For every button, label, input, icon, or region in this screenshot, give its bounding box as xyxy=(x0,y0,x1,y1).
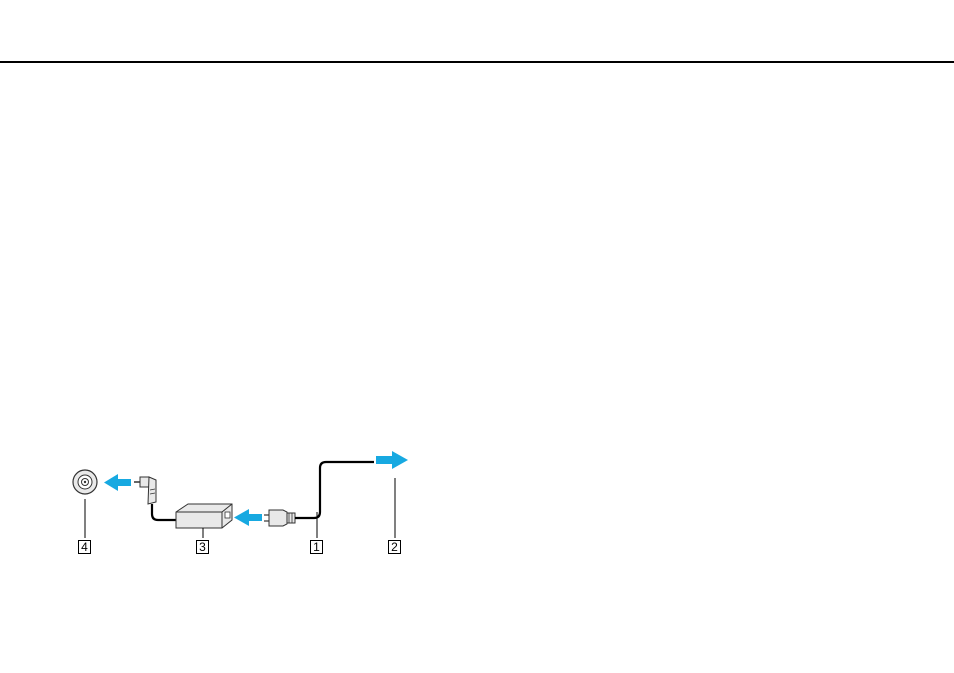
ac-outlet-arrow-icon xyxy=(376,451,408,469)
dc-cable xyxy=(152,504,178,520)
callout-4: 4 xyxy=(78,540,91,554)
power-cord-plug-icon xyxy=(264,510,295,526)
arrow-to-port-icon xyxy=(104,474,131,491)
callout-3: 3 xyxy=(196,540,209,554)
callout-2: 2 xyxy=(388,540,401,554)
dc-in-port-icon xyxy=(73,470,97,494)
ac-adapter-icon xyxy=(176,504,232,528)
arrow-to-adapter-icon xyxy=(234,509,262,526)
dc-plug-icon xyxy=(134,477,156,504)
callout-1: 1 xyxy=(310,540,323,554)
power-cord xyxy=(295,462,374,518)
